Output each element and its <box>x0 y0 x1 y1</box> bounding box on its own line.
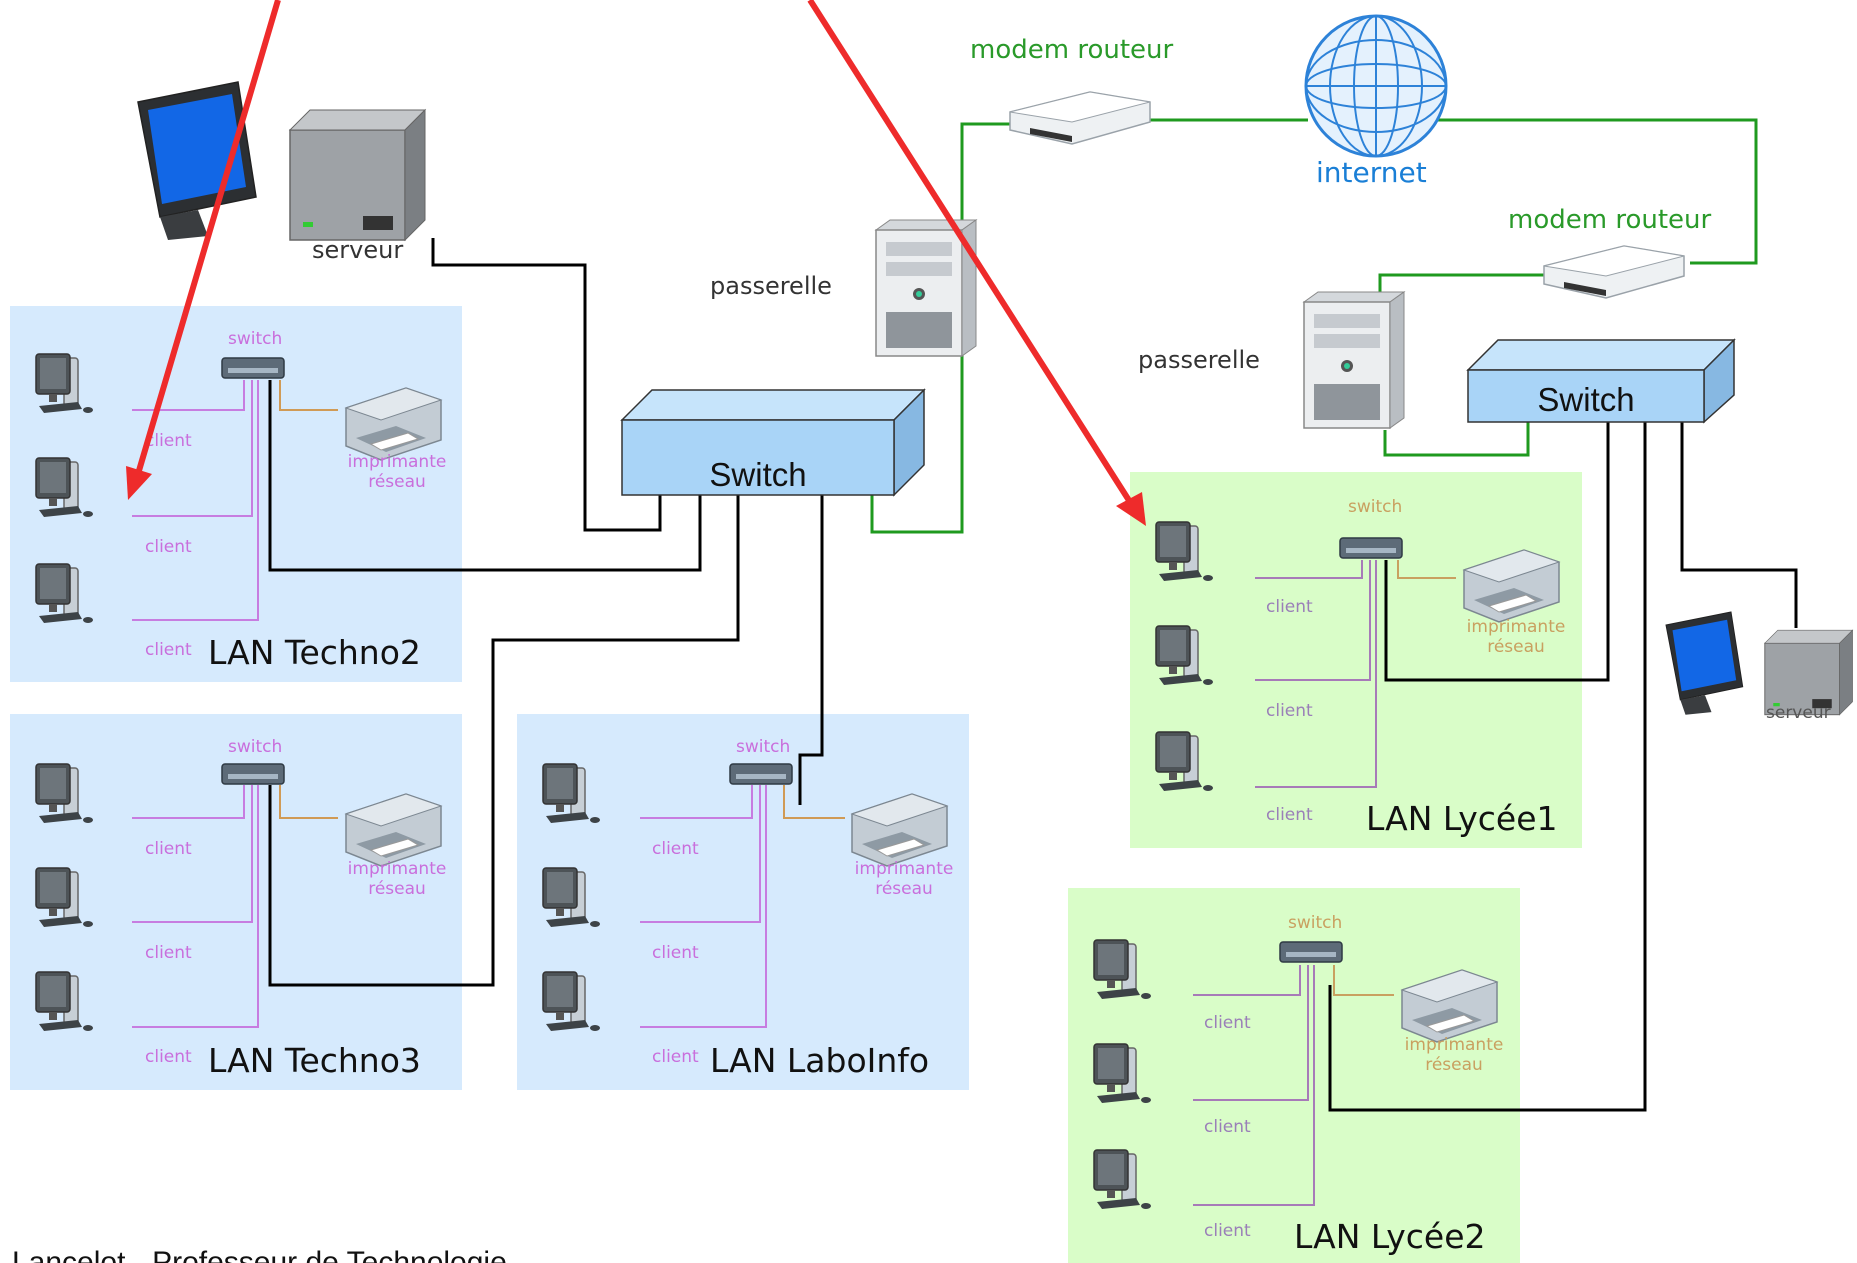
lan-lycee1-title: LAN Lycée1 <box>1366 799 1558 838</box>
lan-techno3-title: LAN Techno3 <box>208 1041 421 1080</box>
server-icon <box>137 81 426 241</box>
internet-wires <box>870 118 1758 534</box>
client-label: client <box>652 839 699 859</box>
printer-label: réseau <box>1487 637 1545 657</box>
client-label: client <box>1204 1221 1251 1241</box>
printer-label: imprimante <box>348 452 447 472</box>
lan-lycee1-zone <box>1130 472 1582 848</box>
lan-lycee2-title: LAN Lycée2 <box>1294 1217 1486 1256</box>
client-label: client <box>145 537 192 557</box>
printer-label: réseau <box>368 879 426 899</box>
printer-label: réseau <box>1425 1055 1483 1075</box>
lycee-switch: Switch <box>1466 338 1736 424</box>
modem-router-icon <box>1009 91 1151 145</box>
lan-switch-icon <box>1279 941 1343 963</box>
lan-laboinfo-title: LAN LaboInfo <box>710 1041 929 1080</box>
printer-label: imprimante <box>348 859 447 879</box>
internet-label: internet <box>1316 156 1427 189</box>
client-label: client <box>652 943 699 963</box>
client-label: client <box>1204 1013 1251 1033</box>
lan-switch-label: switch <box>228 329 282 349</box>
printer-label: réseau <box>368 472 426 492</box>
lycee-switch-label: Switch <box>1537 381 1634 418</box>
client-label: client <box>1204 1117 1251 1137</box>
gateway-right-label: passerelle <box>1138 346 1260 374</box>
lan-switch-icon <box>729 763 793 785</box>
lan-switch-label: switch <box>228 737 282 757</box>
lan-switch-icon <box>1339 537 1403 559</box>
backbone-wires <box>268 238 1798 1112</box>
gateway-label: passerelle <box>710 272 832 300</box>
client-label: client <box>145 431 192 451</box>
printer-label: réseau <box>875 879 933 899</box>
lan-switch-label: switch <box>736 737 790 757</box>
modem-router-right-label: modem routeur <box>1508 205 1711 235</box>
lan-switch-icon <box>221 357 285 379</box>
server-right-label: serveur <box>1766 703 1831 723</box>
client-label: client <box>145 839 192 859</box>
client-label: client <box>1266 597 1313 617</box>
lan-switch-label: switch <box>1288 913 1342 933</box>
lan-techno2-title: LAN Techno2 <box>208 633 421 672</box>
lan-switch-label: switch <box>1348 497 1402 517</box>
modem-router-label: modem routeur <box>970 35 1173 65</box>
client-label: client <box>145 943 192 963</box>
client-label: client <box>1266 701 1313 721</box>
client-label: client <box>145 1047 192 1067</box>
modem-router-right-icon <box>1543 245 1685 299</box>
printer-label: imprimante <box>855 859 954 879</box>
client-label: client <box>652 1047 699 1067</box>
arrow-head-icon <box>126 466 152 500</box>
main-switch: Switch <box>620 388 926 497</box>
printer-label: imprimante <box>1467 617 1566 637</box>
client-label: client <box>145 640 192 660</box>
lan-wires <box>132 380 1456 1206</box>
footer-credit: Lancelot - Professeur de Technologie <box>12 1246 507 1263</box>
server-right-icon <box>1665 611 1854 716</box>
arrow-head-icon <box>1116 492 1146 526</box>
lan-switch-icon <box>221 763 285 785</box>
gateway-right-tower-icon <box>1303 291 1405 429</box>
server-label: serveur <box>312 236 403 264</box>
red-arrows <box>126 0 1146 526</box>
client-label: client <box>1266 805 1313 825</box>
printer-label: imprimante <box>1405 1035 1504 1055</box>
globe-icon <box>1304 14 1448 158</box>
main-switch-label: Switch <box>709 456 806 493</box>
